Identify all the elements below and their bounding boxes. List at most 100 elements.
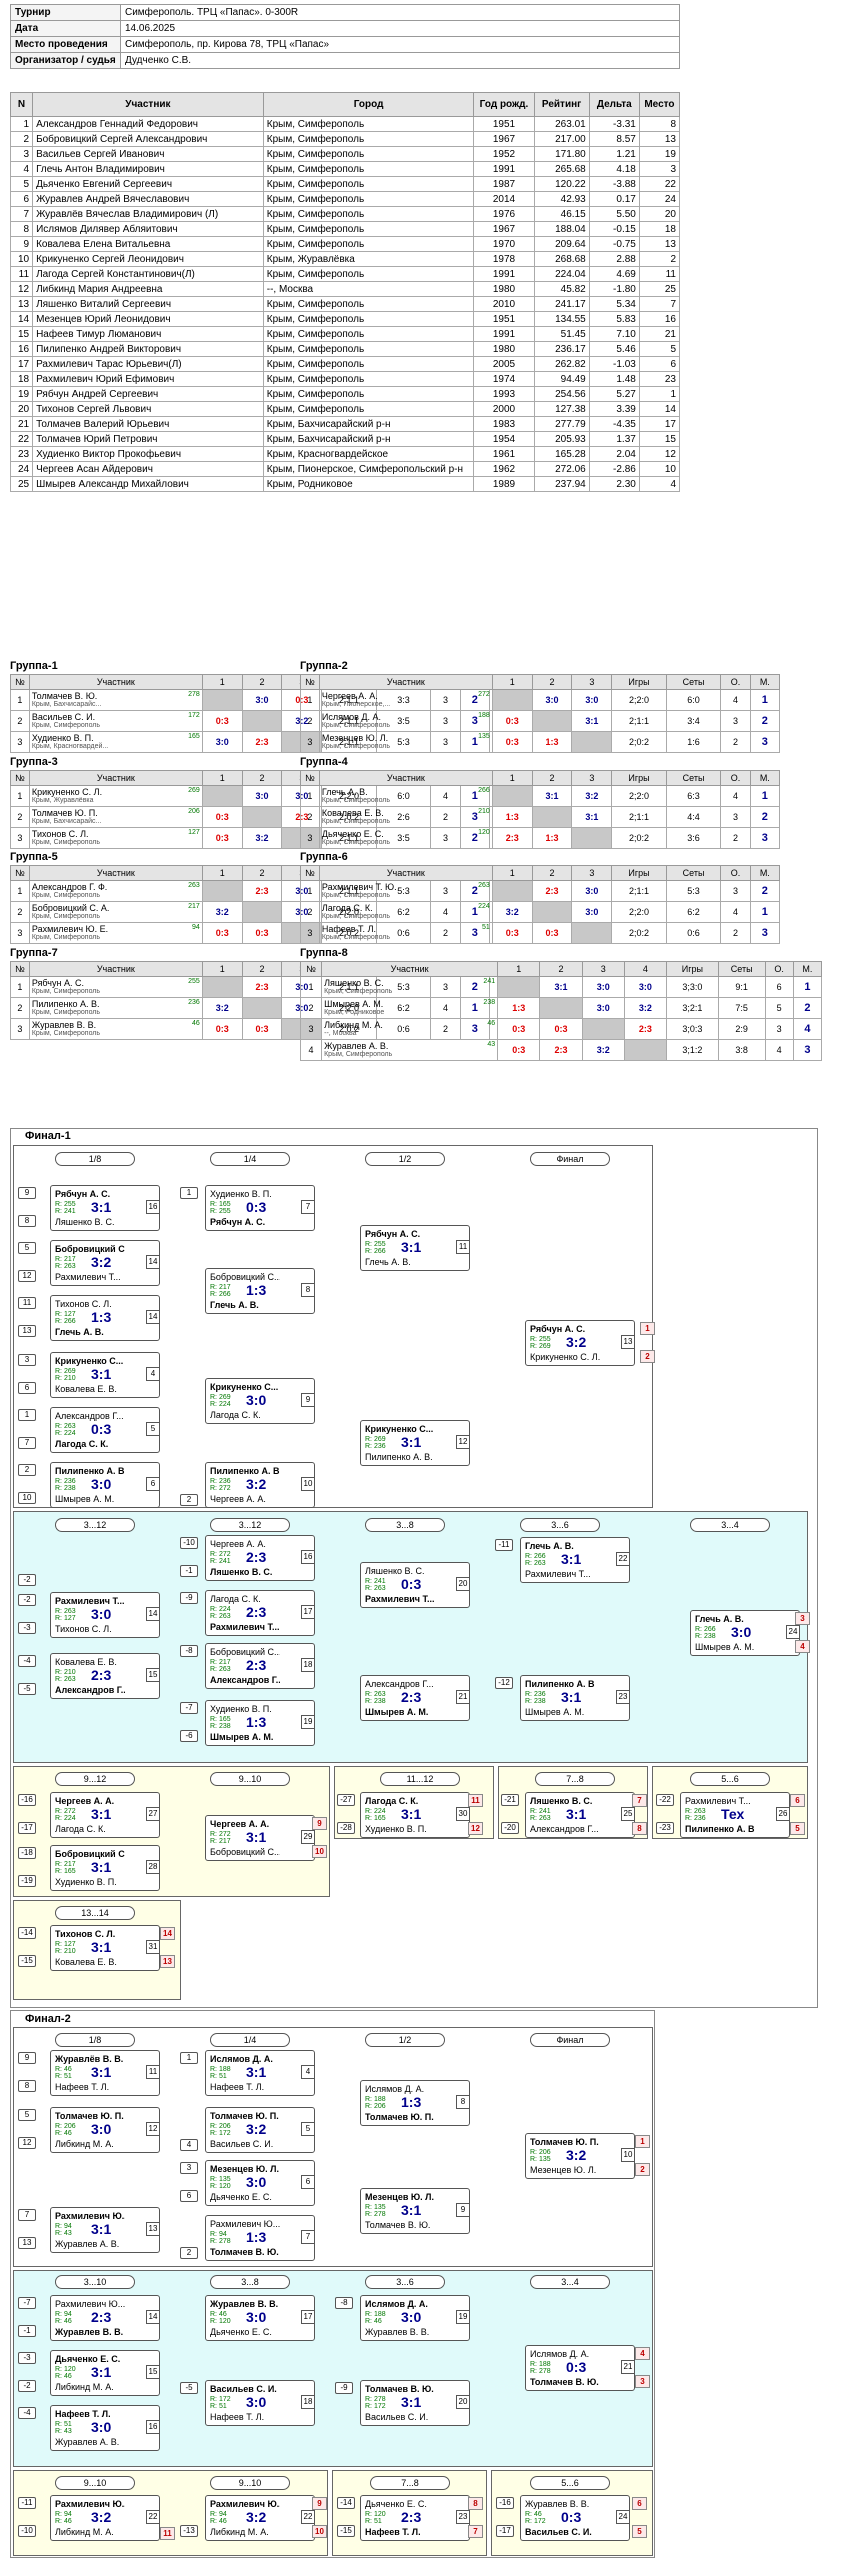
- match-score: 3:0: [401, 2309, 422, 2325]
- match-player-2: Рахмилевич Т...: [365, 1594, 435, 1604]
- group-col-header: О.: [720, 865, 751, 881]
- match-player-2: Толмачев В. Ю.: [210, 2247, 279, 2257]
- seed-number: -4: [18, 1655, 36, 1667]
- player-delta: -4.35: [588, 416, 640, 432]
- group-score-cell: 3:1: [531, 785, 573, 807]
- group-score: 3:0: [585, 907, 599, 917]
- player-delta: -1.03: [588, 356, 640, 372]
- group-player-city: --, Москва: [324, 1030, 357, 1037]
- group-player-city: Крым, Симферополь: [31, 934, 101, 941]
- seed-number: 7: [18, 1437, 36, 1449]
- seed-number: 6: [18, 1382, 36, 1394]
- group-player-city: Крым, Красногвардей...: [31, 743, 109, 750]
- player-birth-year: 1961: [473, 446, 535, 462]
- match-rating-1: R: 272: [210, 1551, 231, 1558]
- group-games: 2;0:2: [611, 731, 667, 753]
- player-birth-year: 1983: [473, 416, 535, 432]
- group-score-cell: 0:3: [531, 922, 573, 944]
- match-player-2: Нафеев Т. Л.: [210, 2082, 265, 2092]
- place-badge: 4: [795, 1640, 810, 1653]
- group-player-city: Крым, Симферополь: [321, 934, 391, 941]
- match-player-2: Шмырев А. М.: [210, 1732, 274, 1742]
- group-col-header: №: [300, 865, 320, 881]
- match-number: 16: [301, 1550, 315, 1564]
- group-score: 0:3: [512, 1045, 526, 1055]
- group-row-num: 3: [299, 1018, 323, 1040]
- group-player-name: Бобровицкий С. А.: [31, 903, 110, 913]
- player-name: Толмачев Валерий Юрьевич: [32, 416, 264, 432]
- group-sets: 0:6: [665, 922, 722, 944]
- player-city: Крым, Симферополь: [262, 326, 475, 342]
- seed-number: -5: [180, 2382, 198, 2394]
- seed-number: 5: [18, 1242, 36, 1254]
- round-header: 3...12: [55, 1518, 135, 1532]
- group-col-header: М.: [749, 674, 781, 690]
- match-player-1: Тихонов С. Л.: [55, 1929, 116, 1939]
- match-score: 1:3: [246, 2229, 267, 2245]
- player-birth-year: 1991: [473, 326, 535, 342]
- match-number: 31: [146, 1940, 160, 1954]
- group-player-city: Крым, Симферополь: [321, 892, 391, 899]
- match-number: 7: [301, 1200, 315, 1214]
- match-score: 2:3: [401, 1689, 422, 1705]
- place-badge: 6: [632, 2497, 647, 2510]
